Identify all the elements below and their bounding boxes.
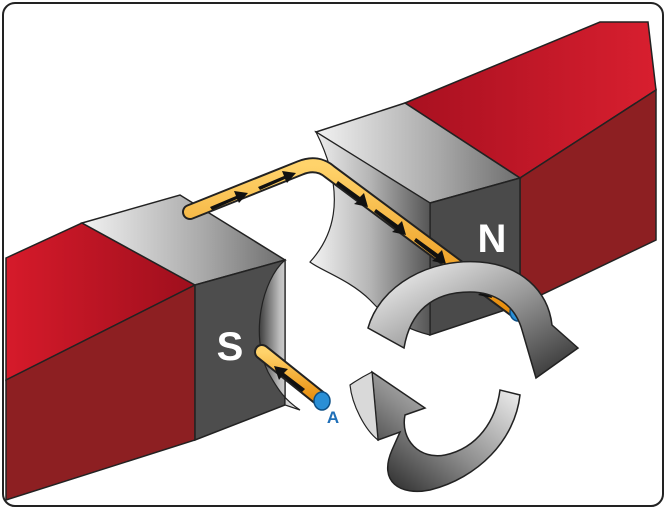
south-magnet: S xyxy=(5,194,301,502)
wire-top-segment xyxy=(184,159,524,318)
wire-lower-segment xyxy=(256,346,328,406)
south-pole-label: S xyxy=(217,325,244,369)
wire-end-a-label: A xyxy=(327,408,339,427)
wire-end-a xyxy=(313,391,331,411)
north-pole-label: N xyxy=(478,217,507,261)
south-pole-curve xyxy=(258,258,301,411)
rotation-arrow-icon xyxy=(349,260,580,492)
